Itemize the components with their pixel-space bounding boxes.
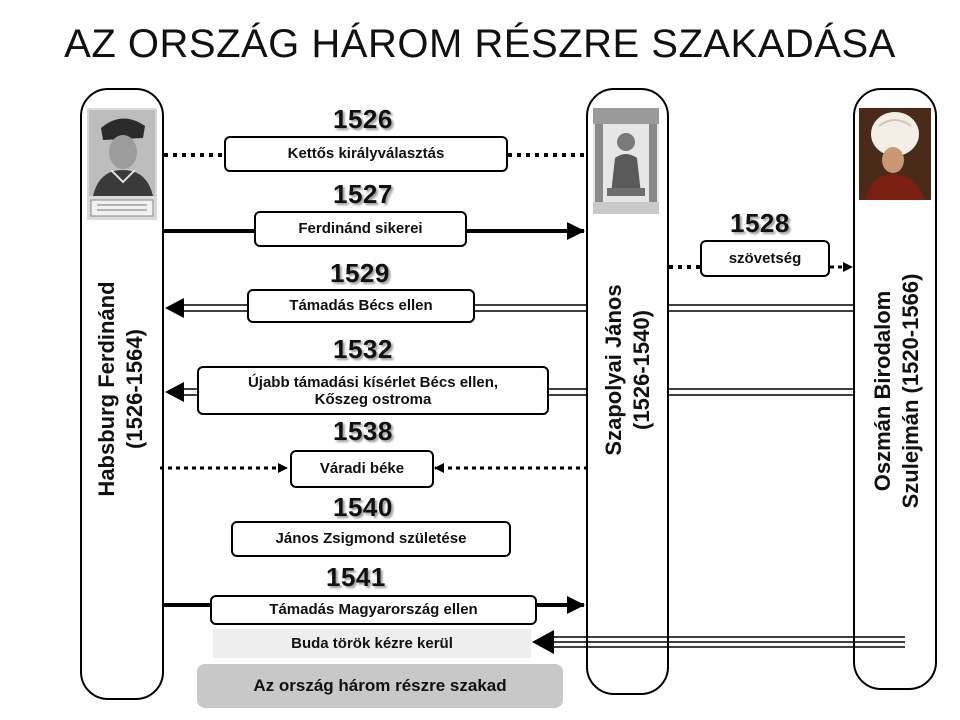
event-1538-box: Váradi béke xyxy=(290,450,434,488)
event-1528-box: szövetség xyxy=(700,240,830,277)
event-1532-line2: Kőszeg ostroma xyxy=(314,390,432,408)
result-box: Az ország három részre szakad xyxy=(197,664,563,708)
buda-falls-box: Buda török kézre kerül xyxy=(213,629,531,658)
year-1540: 1540 xyxy=(333,492,393,522)
year-1529: 1529 xyxy=(330,258,390,288)
page-title: AZ ORSZÁG HÁROM RÉSZRE SZAKADÁSA xyxy=(64,22,896,66)
year-1527: 1527 xyxy=(333,179,393,209)
arrowhead-1532 xyxy=(165,382,184,402)
year-1532: 1532 xyxy=(333,334,393,364)
arrowhead-1529 xyxy=(165,298,184,318)
year-1526: 1526 xyxy=(333,104,393,134)
szapolyai-portrait xyxy=(593,108,659,214)
year-1528: 1528 xyxy=(730,208,790,238)
year-1538: 1538 xyxy=(333,416,393,446)
event-1529-box: Támadás Bécs ellen xyxy=(247,289,475,323)
event-1540-box: János Zsigmond születése xyxy=(231,521,511,557)
event-1541-box: Támadás Magyarország ellen xyxy=(210,595,537,625)
event-1532-box: Újabb támadási kísérlet Bécs ellen, Kősz… xyxy=(197,366,549,415)
arrowhead-buda xyxy=(532,630,554,654)
event-1526-box: Kettős királyválasztás xyxy=(224,136,508,172)
suleiman-portrait xyxy=(859,108,931,200)
event-1527-box: Ferdinánd sikerei xyxy=(254,211,467,247)
ferdinand-portrait xyxy=(87,108,157,220)
year-1541: 1541 xyxy=(326,562,386,592)
event-1532-line1: Újabb támadási kísérlet Bécs ellen, xyxy=(247,373,499,391)
